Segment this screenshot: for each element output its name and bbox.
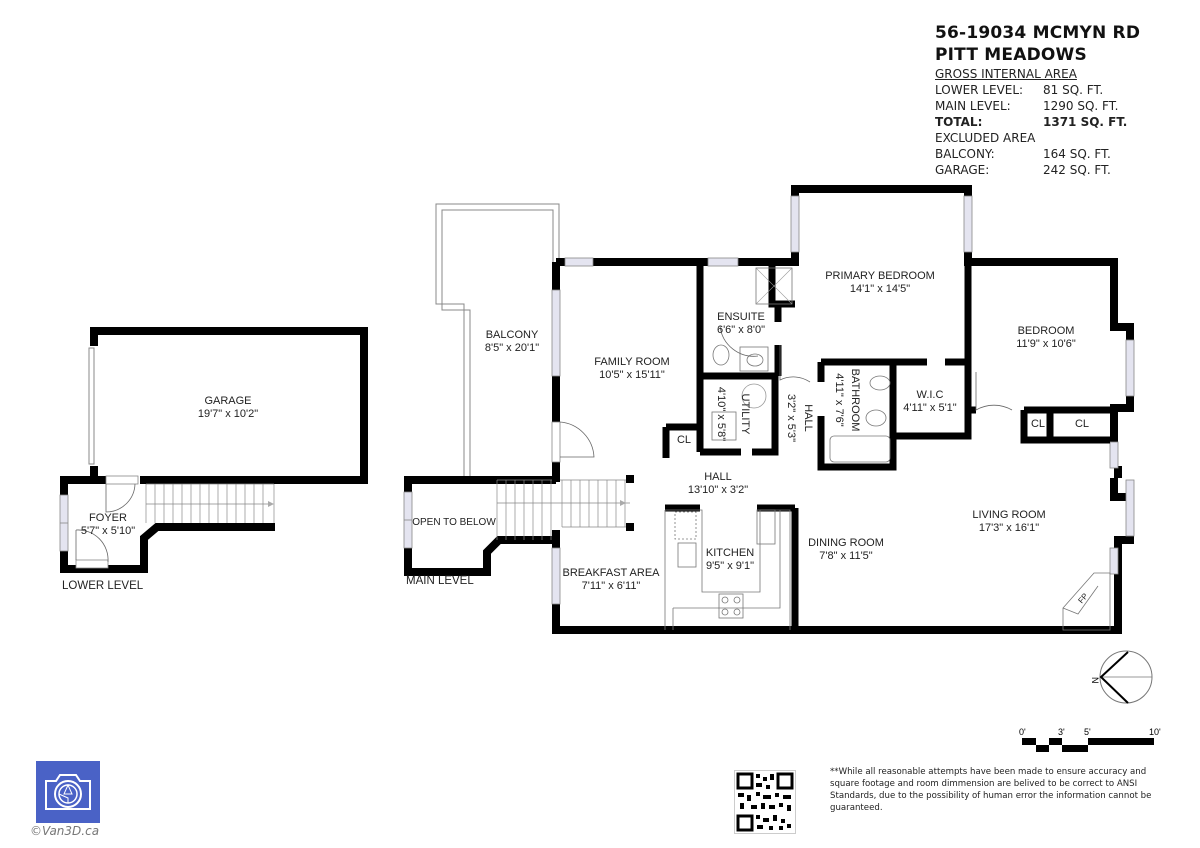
- room-name-closet-3: CL: [1075, 418, 1089, 430]
- room-dims-dining-room: 7'8" x 11'5": [819, 550, 872, 562]
- qr-code[interactable]: [734, 770, 796, 834]
- excluded-area-heading: EXCLUDED AREA: [935, 131, 1036, 145]
- room-dims-living-room: 17'3" x 16'1": [979, 522, 1039, 534]
- room-dims-ensuite: 6'6" x 8'0": [717, 324, 765, 336]
- disclaimer-text: **While all reasonable attempts have bee…: [830, 767, 1152, 813]
- room-name-family-room: FAMILY ROOM: [594, 356, 669, 368]
- scale-bar: 0' 3' 5' 10': [1019, 727, 1161, 752]
- scale-tick-10: 10': [1149, 727, 1161, 737]
- scale-tick-3: 3': [1058, 727, 1065, 737]
- fireplace-label: FP: [1076, 592, 1089, 606]
- area-row-garage: GARAGE: 242 SQ. FT.: [935, 163, 1111, 177]
- room-dims-kitchen: 9'5" x 9'1": [706, 560, 754, 572]
- room-name-breakfast-area: BREAKFAST AREA: [562, 567, 660, 579]
- qr-code-icon: [736, 772, 794, 832]
- room-dims-hall-small: 3'2" x 5'3": [785, 394, 797, 442]
- room-name-hall: HALL: [704, 471, 732, 483]
- garage-door: [88, 347, 95, 465]
- room-name-ensuite: ENSUITE: [717, 311, 765, 323]
- address-line-1: 56-19034 MCMYN RD: [935, 23, 1141, 43]
- door-swing: [105, 483, 136, 513]
- room-name-hall-small: HALL: [802, 404, 814, 432]
- area-summary: 56-19034 MCMYN RD PITT MEADOWS GROSS INT…: [935, 22, 1175, 178]
- room-name-bathroom: BATHROOM: [849, 369, 861, 432]
- compass-icon: N: [1090, 650, 1153, 704]
- level-label-lower: LOWER LEVEL: [62, 580, 144, 592]
- room-dims-foyer: 5'7" x 5'10": [81, 525, 135, 537]
- scale-tick-5: 5': [1084, 727, 1091, 737]
- camera-aperture-icon: [45, 774, 91, 810]
- room-name-balcony: BALCONY: [486, 329, 539, 341]
- area-row-lower: LOWER LEVEL: 81 SQ. FT.: [935, 83, 1104, 97]
- main-level-plan: BALCONY 8'5" x 20'1" OPEN TO BELOW FAMIL…: [403, 185, 1135, 634]
- kitchen-counters: [664, 509, 791, 630]
- room-name-closet-2: CL: [1031, 418, 1045, 430]
- room-name-open-to-below: OPEN TO BELOW: [412, 517, 496, 528]
- room-name-primary-bedroom: PRIMARY BEDROOM: [825, 270, 935, 282]
- room-name-kitchen: KITCHEN: [706, 547, 754, 559]
- room-dims-breakfast-area: 7'11" x 6'11": [582, 580, 641, 592]
- lower-level-plan: GARAGE 19'7" x 10'2" FOYER 5'7" x 5'10" …: [59, 327, 368, 592]
- copyright-text: ©Van3D.ca: [30, 824, 100, 838]
- compass-north-label: N: [1090, 677, 1100, 684]
- room-dims-balcony: 8'5" x 20'1": [485, 342, 539, 354]
- room-dims-hall: 13'10" x 3'2": [688, 484, 748, 496]
- address-line-2: PITT MEADOWS: [935, 45, 1087, 65]
- stairs-main: [496, 479, 632, 540]
- room-dims-garage: 19'7" x 10'2": [198, 408, 258, 420]
- room-dims-utility: 4'10" x 5'8": [715, 387, 727, 441]
- room-dims-family-room: 10'5" x 15'11": [599, 369, 665, 381]
- scale-tick-0: 0': [1019, 727, 1026, 737]
- stairs: [145, 483, 275, 523]
- room-name-living-room: LIVING ROOM: [972, 509, 1045, 521]
- area-row-balcony: BALCONY: 164 SQ. FT.: [935, 147, 1111, 161]
- room-name-utility: UTILITY: [739, 394, 751, 436]
- room-name-wic: W.I.C: [917, 389, 944, 401]
- room-name-closet-1: CL: [677, 434, 691, 446]
- room-name-foyer: FOYER: [89, 512, 127, 524]
- room-name-dining-room: DINING ROOM: [808, 537, 884, 549]
- level-label-main: MAIN LEVEL: [406, 575, 474, 587]
- fireplace: [1062, 572, 1111, 631]
- room-dims-primary-bedroom: 14'1" x 14'5": [850, 283, 910, 295]
- brand-logo: [36, 761, 100, 823]
- room-dims-bedroom: 11'9" x 10'6": [1016, 338, 1076, 350]
- area-row-total: TOTAL: 1371 SQ. FT.: [935, 115, 1128, 129]
- gross-area-heading: GROSS INTERNAL AREA: [935, 67, 1077, 81]
- room-dims-bathroom: 4'11" x 7'6": [833, 373, 845, 426]
- room-dims-wic: 4'11" x 5'1": [903, 402, 956, 414]
- room-name-garage: GARAGE: [204, 395, 251, 407]
- area-row-main: MAIN LEVEL: 1290 SQ. FT.: [935, 99, 1119, 113]
- room-name-bedroom: BEDROOM: [1018, 325, 1075, 337]
- windows: [551, 195, 1135, 605]
